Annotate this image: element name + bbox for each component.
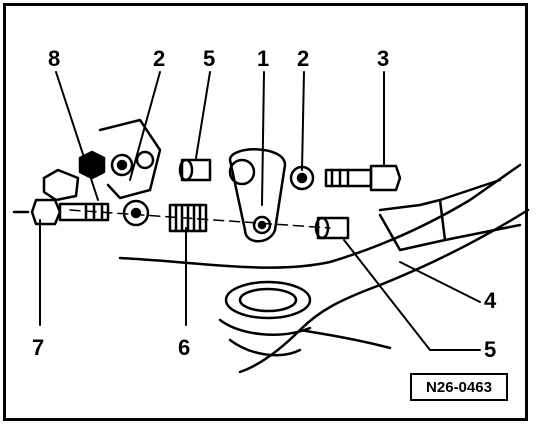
callout-2-right: 2 bbox=[297, 46, 310, 71]
washer-item-2-right bbox=[289, 165, 315, 191]
callout-2-left: 2 bbox=[153, 46, 166, 71]
lever-item-1 bbox=[228, 148, 287, 243]
callout-3: 3 bbox=[377, 46, 390, 71]
bushing-item-5-right bbox=[314, 216, 350, 240]
washer-item-2-left bbox=[110, 153, 134, 177]
bolt-item-7 bbox=[12, 168, 150, 227]
callout-6: 6 bbox=[178, 335, 191, 360]
reference-code-label: N26-0463 bbox=[410, 373, 508, 401]
bushing-item-5-top bbox=[178, 158, 212, 182]
callout-5-top: 5 bbox=[203, 46, 216, 71]
callout-7: 7 bbox=[32, 335, 45, 360]
leader-lines bbox=[39, 71, 481, 351]
reference-code-text: N26-0463 bbox=[426, 378, 492, 396]
body-casting bbox=[118, 163, 530, 374]
nut-item-8 bbox=[78, 150, 106, 180]
callout-8: 8 bbox=[48, 46, 61, 71]
axis-centerline bbox=[69, 209, 331, 229]
callout-4: 4 bbox=[484, 288, 497, 313]
mounting-bracket bbox=[98, 118, 162, 200]
callout-1: 1 bbox=[257, 46, 270, 71]
bolt-item-3 bbox=[324, 164, 402, 192]
callout-5-right: 5 bbox=[484, 337, 497, 362]
